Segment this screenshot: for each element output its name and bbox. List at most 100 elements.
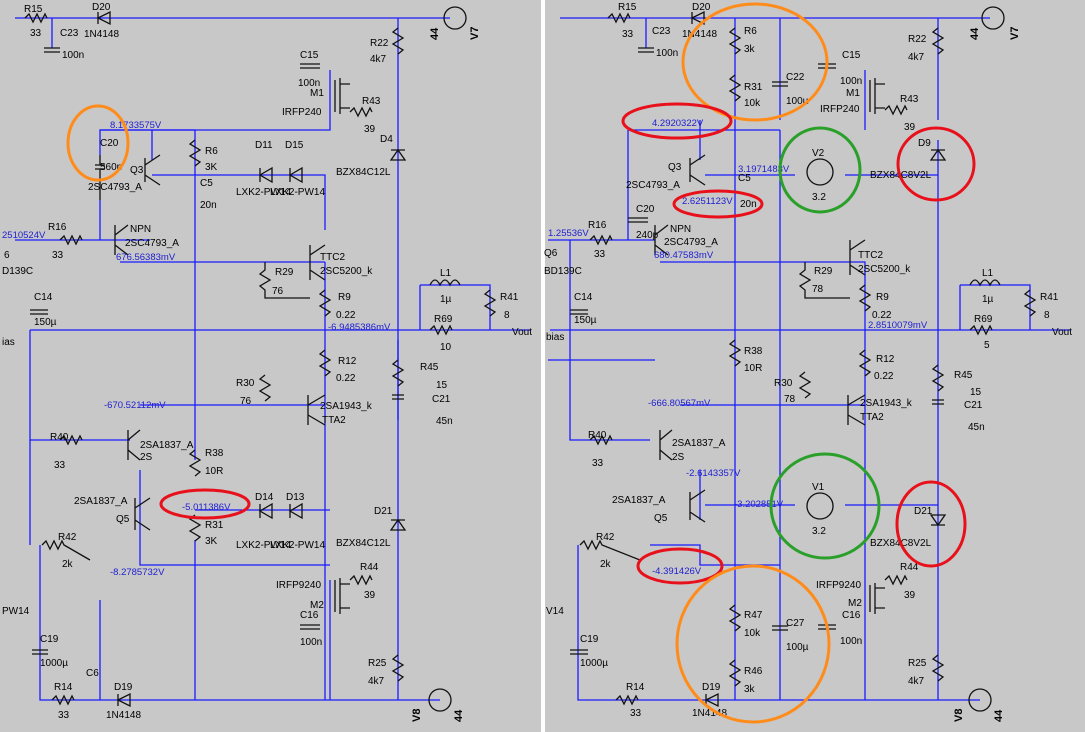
r-r9: R9: [876, 292, 889, 303]
r-r46: R46: [744, 666, 763, 677]
r-r69: R69: [974, 314, 993, 325]
r-v2: V2: [812, 148, 825, 159]
r-r41: R41: [1040, 292, 1059, 303]
l-r14-val: 33: [58, 710, 70, 721]
l-r16: R16: [48, 222, 67, 233]
l-volt-out: -6.9485386mV: [328, 322, 391, 333]
l-c21-val: 45n: [436, 416, 453, 427]
r-m2-val: IRFP9240: [816, 580, 861, 591]
l-r41-val: 8: [504, 310, 510, 321]
r-d21: D21: [914, 506, 933, 517]
l-c14-val: 150µ: [34, 317, 57, 328]
r-r69-val: 5: [984, 340, 990, 351]
l-d19-val: 1N4148: [106, 710, 141, 721]
l-r38-val: 10R: [205, 466, 223, 477]
r-q3-val: 2SC4793_A: [626, 180, 680, 191]
r-q2sa-val: 2S: [672, 452, 685, 463]
r-r30: R30: [774, 378, 793, 389]
l-d21: D21: [374, 506, 393, 517]
r-m1-val: IRFP240: [820, 104, 860, 115]
l-d21-val: BZX84C12L: [336, 538, 391, 549]
r-r40-val: 33: [592, 458, 604, 469]
l-c15-val: 100n: [298, 78, 320, 89]
r-npn-val: 2SC4793_A: [664, 237, 718, 248]
r-r47-val: 10k: [744, 628, 761, 639]
l-tta2-val: 2SA1943_k: [320, 401, 373, 412]
l-volt-npne: 676.56383mV: [116, 252, 176, 263]
l-d20: D20: [92, 2, 111, 13]
l-d11-val: LXK2-PW14: [236, 187, 291, 198]
l-d13-val: LXK2-PW14: [270, 540, 325, 551]
l-r31: R31: [205, 520, 224, 531]
r-v1: V1: [812, 482, 825, 493]
r-d9: D9: [918, 138, 931, 149]
r-r46-val: 3k: [744, 684, 756, 695]
l-v8-val: 44: [453, 709, 465, 722]
r-q6: Q6: [544, 248, 558, 259]
l-highlight-q5e: [159, 488, 251, 520]
r-q2sa: 2SA1837_A: [672, 438, 726, 449]
r-r12-val: 0.22: [874, 371, 894, 382]
r-highlight-r47-r46-c27: [675, 564, 831, 724]
r-c21-val: 45n: [968, 422, 985, 433]
l-highlight-c20: [66, 104, 130, 182]
r-tta2: TTA2: [860, 412, 884, 423]
r-r45-val: 15: [970, 387, 982, 398]
l-vout: Vout: [512, 327, 532, 338]
l-r22-val: 4k7: [370, 54, 387, 65]
r-highlight-v2: [778, 126, 862, 214]
l-r31-val: 3K: [205, 536, 218, 547]
r-r9-val: 0.22: [872, 310, 892, 321]
l-v8: V8: [411, 709, 423, 722]
r-c14-val: 150µ: [574, 315, 597, 326]
left-wires: [15, 17, 530, 701]
l-q2sa: 2SA1837_A: [140, 440, 194, 451]
l-volt-in: 2510524V: [2, 230, 46, 241]
l-q5: Q5: [116, 514, 130, 525]
r-r15-val: 33: [622, 29, 634, 40]
r-r22: R22: [908, 34, 927, 45]
l-q3-val: 2SC4793_A: [88, 182, 142, 193]
r-c15-val: 100n: [840, 76, 862, 87]
r-volt-npne: 680.47583mV: [654, 250, 714, 261]
l-v7: V7: [469, 27, 481, 40]
l-r29: R29: [275, 267, 294, 278]
l-r45: R45: [420, 362, 439, 373]
l-c21: C21: [432, 394, 451, 405]
l-d20-val: 1N4148: [84, 29, 119, 40]
r-volt-q5b: -2.6143357V: [686, 468, 741, 479]
l-r9: R9: [338, 292, 351, 303]
r-r12: R12: [876, 354, 895, 365]
l-d14: D14: [255, 492, 274, 503]
r-c5-val: 20n: [740, 199, 757, 210]
left-voltages: 8.1733575V 2510524V 676.56383mV -6.94853…: [2, 120, 391, 578]
l-c23: C23: [60, 28, 79, 39]
r-r25: R25: [908, 658, 927, 669]
r-r15: R15: [618, 2, 637, 13]
r-c23-val: 100n: [656, 48, 678, 59]
r-highlight-q3b: [621, 102, 733, 140]
l-r43-val: 39: [364, 124, 376, 135]
r-volt-out: 2.8510079mV: [868, 320, 928, 331]
l-r29-val: 76: [272, 286, 284, 297]
r-r43-val: 39: [904, 122, 916, 133]
l-d14-val: LXK2-PW14: [236, 540, 291, 551]
l-q5-val: 2SA1837_A: [74, 496, 128, 507]
r-ttc2-val: 2SC5200_k: [858, 264, 911, 275]
r-l1-val: 1µ: [982, 294, 994, 305]
l-c23-val: 100n: [62, 50, 84, 61]
l-c20-val: 560p: [100, 162, 123, 173]
l-r43: R43: [362, 96, 381, 107]
r-r16: R16: [588, 220, 607, 231]
r-volt-q3b: 4.2920322V: [652, 118, 704, 129]
r-c20: C20: [636, 204, 655, 215]
r-r29-val: 78: [812, 284, 824, 295]
l-l1-val: 1µ: [440, 294, 452, 305]
l-r16-val: 33: [52, 250, 64, 261]
r-d19: D19: [702, 682, 721, 693]
l-c16-val: 100n: [300, 637, 322, 648]
l-r15-val: 33: [30, 28, 42, 39]
r-d20-val: 1N4148: [682, 29, 717, 40]
l-r40-val: 33: [54, 460, 66, 471]
